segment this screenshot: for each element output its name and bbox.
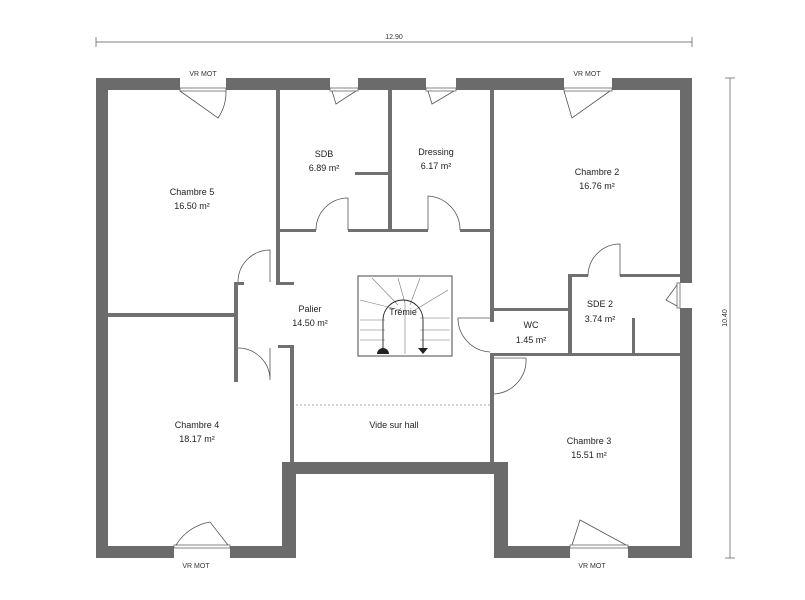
interior-walls	[108, 90, 680, 462]
room-area: 14.50 m²	[292, 318, 328, 328]
room-sdb: SDB 6.89 m²	[309, 149, 340, 173]
room-name: SDE 2	[587, 299, 613, 309]
room-name: WC	[524, 320, 539, 330]
width-dimension: 12.90	[95, 34, 693, 47]
width-label: 12.90	[385, 34, 403, 41]
room-chambre4: Chambre 4 18.17 m²	[175, 420, 220, 444]
windows	[173, 87, 681, 549]
room-area: 6.89 m²	[309, 163, 340, 173]
room-area: 16.50 m²	[174, 201, 210, 211]
room-area: 18.17 m²	[179, 434, 215, 444]
room-dressing: Dressing 6.17 m²	[418, 147, 454, 171]
exterior-walls	[96, 78, 692, 558]
room-chambre2: Chambre 2 16.76 m²	[575, 167, 620, 191]
room-area: 1.45 m²	[516, 335, 547, 345]
room-chambre5: Chambre 5 16.50 m²	[170, 187, 215, 211]
room-wc: WC 1.45 m²	[516, 320, 547, 345]
height-dimension: 10.40	[722, 77, 735, 559]
room-name: Chambre 3	[567, 436, 612, 446]
height-label: 10.40	[722, 309, 729, 327]
room-name: Chambre 4	[175, 420, 220, 430]
room-name: Palier	[298, 304, 321, 314]
room-area: 6.17 m²	[421, 161, 452, 171]
room-sde2: SDE 2 3.74 m²	[585, 299, 616, 324]
window-label-top-left: VR MOT	[189, 71, 217, 78]
room-name: SDB	[315, 149, 334, 159]
room-name: Dressing	[418, 147, 454, 157]
staircase	[357, 275, 453, 357]
room-label-tremie: Trémie	[389, 307, 417, 317]
window-label-bottom-right: VR MOT	[578, 563, 606, 570]
room-vide-sur-hall: Vide sur hall	[369, 420, 418, 430]
room-area: 15.51 m²	[571, 450, 607, 460]
room-palier: Palier 14.50 m²	[292, 304, 328, 328]
window-label-top-right: VR MOT	[573, 71, 601, 78]
room-area: 3.74 m²	[585, 314, 616, 324]
room-area: 16.76 m²	[579, 181, 615, 191]
room-name: Chambre 2	[575, 167, 620, 177]
interior-doors	[237, 195, 621, 395]
room-name: Vide sur hall	[369, 420, 418, 430]
window-label-bottom-left: VR MOT	[182, 563, 210, 570]
room-name: Chambre 5	[170, 187, 215, 197]
room-chambre3: Chambre 3 15.51 m²	[567, 436, 612, 460]
